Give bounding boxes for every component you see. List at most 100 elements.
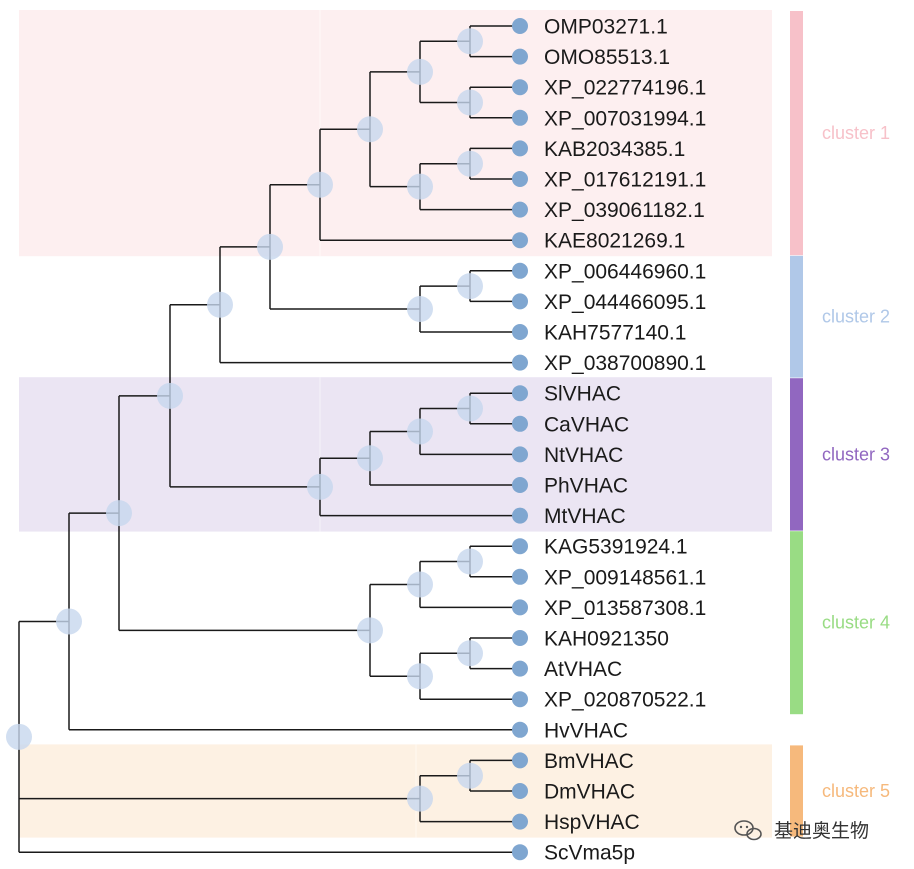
leaf-label: XP_022774196.1 bbox=[544, 77, 706, 100]
leaf-node bbox=[512, 660, 528, 677]
leaf-label: OMO85513.1 bbox=[544, 46, 670, 69]
leaf-node bbox=[512, 140, 528, 157]
leaf-label: XP_017612191.1 bbox=[544, 169, 706, 192]
leaf-label: MtVHAC bbox=[544, 505, 626, 528]
internal-node bbox=[207, 291, 233, 318]
cluster-bar bbox=[790, 11, 803, 256]
cluster-band bbox=[19, 10, 772, 257]
internal-node bbox=[407, 173, 433, 200]
leaf-label: KAG5391924.1 bbox=[544, 536, 688, 559]
leaf-node bbox=[512, 109, 528, 126]
cluster-bar bbox=[790, 255, 803, 378]
internal-node bbox=[106, 500, 132, 527]
cluster-band bbox=[19, 744, 772, 838]
leaf-label: ScVma5p bbox=[544, 842, 635, 865]
leaf-node bbox=[512, 262, 528, 279]
leaf-label: XP_009148561.1 bbox=[544, 566, 706, 589]
leaf-node bbox=[512, 752, 528, 769]
leaf-node bbox=[512, 721, 528, 738]
internal-node bbox=[357, 445, 383, 472]
leaf-label: KAB2034385.1 bbox=[544, 138, 685, 161]
leaf-node bbox=[512, 18, 528, 34]
leaf-node bbox=[512, 568, 528, 585]
internal-node bbox=[457, 89, 483, 116]
internal-node bbox=[407, 58, 433, 85]
leaf-label: DmVHAC bbox=[544, 781, 635, 804]
internal-node bbox=[56, 608, 82, 635]
internal-node bbox=[457, 28, 483, 55]
leaf-label: XP_039061182.1 bbox=[544, 199, 705, 222]
watermark: 基迪奥生物 bbox=[734, 820, 869, 842]
leaf-node bbox=[512, 79, 528, 96]
leaf-label: AtVHAC bbox=[544, 658, 622, 681]
leaf-label: KAE8021269.1 bbox=[544, 230, 685, 253]
leaf-node bbox=[512, 813, 528, 830]
leaf-node bbox=[512, 385, 528, 402]
watermark-text: 基迪奥生物 bbox=[774, 820, 869, 842]
cluster-label: cluster 5 bbox=[822, 781, 890, 801]
wechat-icon bbox=[734, 820, 762, 841]
cluster-label: cluster 4 bbox=[822, 613, 890, 633]
leaf-node bbox=[512, 783, 528, 799]
leaf-node bbox=[512, 48, 528, 65]
leaf-label: KAH7577140.1 bbox=[544, 322, 686, 345]
leaf-node bbox=[512, 354, 528, 371]
leaf-label: HspVHAC bbox=[544, 811, 640, 834]
internal-node bbox=[307, 473, 333, 500]
leaf-label: CaVHAC bbox=[544, 413, 629, 436]
internal-node bbox=[457, 640, 483, 667]
internal-node bbox=[457, 395, 483, 422]
cluster-bar bbox=[790, 531, 803, 715]
leaf-node bbox=[512, 507, 528, 524]
internal-node bbox=[307, 171, 333, 198]
leaf-label: KAH0921350 bbox=[544, 628, 669, 651]
leaf-node bbox=[512, 415, 528, 432]
leaf-node bbox=[512, 599, 528, 616]
leaf-label: XP_038700890.1 bbox=[544, 352, 706, 375]
cluster-band bbox=[19, 377, 772, 532]
leaf-node bbox=[512, 171, 528, 187]
internal-node bbox=[407, 296, 433, 323]
leaf-label: BmVHAC bbox=[544, 750, 634, 773]
cluster-bars: cluster 1 cluster 2 cluster 3 cluster 4 clus… bbox=[790, 11, 890, 837]
cluster-bar bbox=[790, 378, 803, 531]
leaf-node bbox=[512, 293, 528, 310]
internal-node bbox=[257, 233, 283, 260]
leaf-node bbox=[512, 630, 528, 646]
cluster-bands bbox=[19, 10, 772, 838]
leaf-label: NtVHAC bbox=[544, 444, 623, 467]
internal-node bbox=[407, 663, 433, 690]
cluster-label: cluster 1 bbox=[822, 123, 890, 143]
leaf-label: SlVHAC bbox=[544, 383, 621, 406]
leaf-labels: OMP03271.1OMO85513.1XP_022774196.1XP_007… bbox=[544, 16, 706, 865]
internal-node bbox=[457, 548, 483, 575]
nodes bbox=[6, 18, 528, 861]
internal-node bbox=[407, 571, 433, 598]
leaf-node bbox=[512, 232, 528, 249]
internal-node bbox=[357, 116, 383, 143]
leaf-node bbox=[512, 446, 528, 463]
leaf-node bbox=[512, 538, 528, 555]
leaf-label: HvVHAC bbox=[544, 719, 628, 742]
leaf-label: PhVHAC bbox=[544, 475, 628, 498]
internal-node bbox=[457, 273, 483, 300]
internal-node bbox=[407, 785, 433, 812]
leaf-label: OMP03271.1 bbox=[544, 16, 668, 39]
internal-node bbox=[457, 150, 483, 177]
internal-node bbox=[357, 617, 383, 644]
cluster-bar bbox=[790, 745, 803, 837]
internal-node bbox=[6, 723, 32, 750]
leaf-label: XP_006446960.1 bbox=[544, 260, 706, 283]
leaf-node bbox=[512, 477, 528, 493]
cluster-label: cluster 2 bbox=[822, 307, 890, 327]
leaf-node bbox=[512, 201, 528, 218]
leaf-label: XP_013587308.1 bbox=[544, 597, 706, 620]
leaf-node bbox=[512, 324, 528, 340]
leaf-node bbox=[512, 844, 528, 861]
leaf-node bbox=[512, 691, 528, 708]
internal-node bbox=[457, 762, 483, 789]
leaf-label: XP_044466095.1 bbox=[544, 291, 706, 314]
cluster-label: cluster 3 bbox=[822, 444, 890, 464]
internal-node bbox=[407, 418, 433, 445]
